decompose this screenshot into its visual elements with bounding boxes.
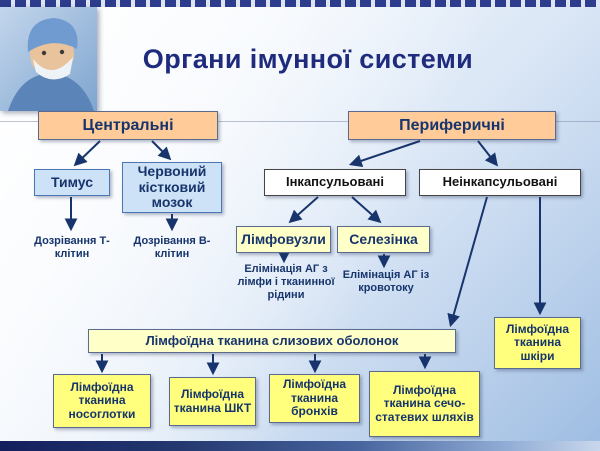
text-elimination-lymph: Елімінація АГ з лімфи і тканинної рідини [237, 263, 335, 301]
node-nasopharynx-lymphoid-tissue: Лімфоїдна тканина носоглотки [53, 374, 151, 428]
surgeon-photo [0, 7, 97, 111]
node-non-encapsulated: Неінкапсульовані [419, 169, 581, 196]
node-urogenital-lymphoid-tissue: Лімфоїдна тканина сечо-статевих шляхів [369, 371, 480, 437]
node-encapsulated: Інкапсульовані [264, 169, 406, 196]
title-divider [0, 121, 600, 122]
node-lymph-nodes: Лімфовузли [236, 226, 331, 253]
slide-title: Органи імунної системи [142, 44, 474, 74]
node-gi-lymphoid-tissue: Лімфоїдна тканина ШКТ [169, 377, 256, 426]
text-t-cell-maturation: Дозрівання Т-клітин [34, 235, 110, 260]
text-elimination-blood: Елімінація АГ із кровотоку [342, 269, 430, 294]
surgeon-photo-graphic [0, 7, 97, 111]
node-skin-lymphoid-tissue: Лімфоїдна тканина шкіри [494, 317, 581, 369]
node-mucosal-lymphoid-tissue: Лімфоїдна тканина слизових оболонок [88, 329, 456, 353]
node-spleen: Селезінка [337, 226, 430, 253]
bottom-decorative-strip [0, 441, 600, 451]
text-b-cell-maturation: Дозрівання В-клітин [133, 235, 211, 260]
top-decorative-strip [0, 0, 600, 7]
node-bone-marrow: Червоний кістковий мозок [122, 162, 222, 213]
node-central: Центральні [38, 111, 218, 140]
node-peripheral: Периферичні [348, 111, 556, 140]
node-bronchi-lymphoid-tissue: Лімфоїдна тканина бронхів [269, 374, 360, 423]
node-thymus: Тимус [34, 169, 110, 196]
